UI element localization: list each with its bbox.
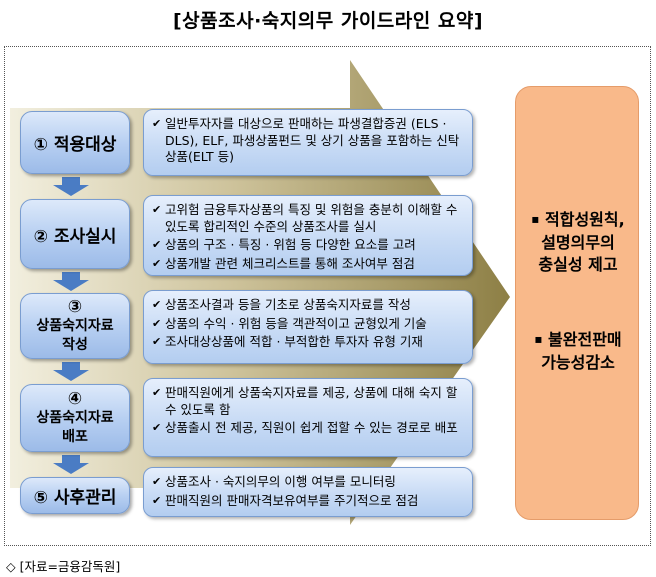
step-label: ⑤ 사후관리 [33, 488, 117, 508]
list-item: ✔상품조사결과 등을 기초로 상품숙지자료를 작성 [152, 297, 411, 312]
step-number: ④ [67, 389, 83, 409]
check-icon: ✔ [152, 316, 162, 330]
down-arrow-2 [53, 272, 89, 291]
diagram-frame [4, 46, 651, 546]
page-title: [상품조사·숙지의무 가이드라인 요약] [172, 10, 483, 32]
source-note: ◇ [자료=금융감독원] [6, 559, 121, 574]
check-icon: ✔ [152, 298, 162, 311]
check-icon: ✔ [152, 117, 162, 130]
result-2: ▪ 불완전판매 가능성감소 [534, 330, 622, 372]
list-item: ✔조사대상상품에 적합 · 부적합한 투자자 유형 기재 [152, 334, 423, 349]
desc-box-2: ✔고위험 금융투자상품의 특징 및 위험을 충분히 이해할 수 있도록 합리적인… [143, 195, 473, 276]
down-arrows [53, 177, 89, 474]
list-item: ✔판매직원에게 상품숙지자료를 제공, 상품에 대해 숙지 할 수 있도록 함 [152, 385, 458, 417]
check-icon: ✔ [152, 475, 162, 488]
check-icon: ✔ [152, 421, 162, 434]
step-label-line: 작성 [62, 337, 88, 353]
step-5-follow-up: ⑤ 사후관리 [20, 477, 130, 514]
result-1: ▪ 적합성원칙, 설명의무의 충실성 제고 [531, 210, 625, 274]
list-item: ✔고위험 금융투자상품의 특징 및 위험을 충분히 이해할 수 있도록 합리적인… [152, 202, 458, 234]
bullet-icon: ▪ [531, 212, 540, 226]
check-icon: ✔ [152, 386, 162, 399]
down-arrow-3 [53, 362, 89, 381]
step-number: ③ [67, 297, 83, 317]
list-item: ✔상품개발 관련 체크리스트를 통해 조사여부 점검 [152, 255, 415, 271]
check-icon: ✔ [152, 256, 162, 270]
list-item: ✔상품출시 전 제공, 직원이 쉽게 접할 수 있는 경로로 배포 [152, 420, 458, 435]
step-1-scope: ① 적용대상 [20, 111, 130, 174]
desc-box-1: ✔일반투자자를 대상으로 판매하는 파생결합증권 (ELS · DLS), EL… [143, 109, 473, 176]
step-3-create-material: ③ 상품숙지자료 작성 [20, 293, 130, 359]
step-label-line: 상품숙지자료 [36, 410, 114, 426]
desc-box-3: ✔상품조사결과 등을 기초로 상품숙지자료를 작성 ✔상품의 수익 · 위험 등… [143, 290, 473, 364]
step-label-line: 상품숙지자료 [36, 318, 114, 334]
step-2-research: ② 조사실시 [20, 199, 130, 269]
list-item: ✔일반투자자를 대상으로 판매하는 파생결합증권 (ELS · DLS), EL… [152, 116, 460, 164]
desc-box-5: ✔상품조사 · 숙지의무의 이행 여부를 모니터링 ✔판매직원의 판매자격보유여… [143, 467, 473, 517]
list-item: ✔판매직원의 판매자격보유여부를 주기적으로 점검 [152, 492, 419, 508]
check-icon: ✔ [152, 203, 162, 216]
down-arrow-4 [53, 455, 89, 474]
list-item: ✔상품조사 · 숙지의무의 이행 여부를 모니터링 [152, 474, 396, 489]
list-item: ✔상품의 수익 · 위험 등을 객관적이고 균형있게 기술 [152, 315, 427, 331]
check-icon: ✔ [152, 493, 162, 507]
list-item: ✔상품의 구조 · 특징 · 위험 등 다양한 요소를 고려 [152, 237, 416, 252]
check-icon: ✔ [152, 335, 162, 348]
step-label: ② 조사실시 [33, 226, 117, 247]
result-box: ▪ 적합성원칙, 설명의무의 충실성 제고 ▪ 불완전판매 가능성감소 [515, 86, 639, 520]
bullet-icon: ▪ [534, 332, 543, 346]
desc-box-4: ✔판매직원에게 상품숙지자료를 제공, 상품에 대해 숙지 할 수 있도록 함 … [143, 378, 473, 457]
step-4-distribute-material: ④ 상품숙지자료 배포 [20, 384, 130, 452]
check-icon: ✔ [152, 238, 162, 251]
down-arrow-1 [53, 177, 89, 196]
step-label-line: 배포 [62, 429, 88, 445]
step-label: ① 적용대상 [33, 135, 117, 155]
